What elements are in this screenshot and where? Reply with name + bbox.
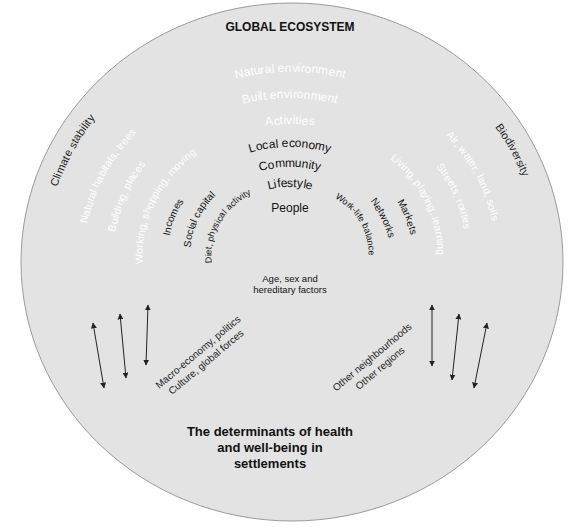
glyph: s bbox=[407, 228, 418, 235]
band-title: Lifestyle bbox=[261, 173, 319, 194]
band-title: Community bbox=[254, 153, 328, 176]
glyph: c bbox=[288, 137, 294, 149]
glyph: r bbox=[134, 244, 145, 248]
band-title: Activities bbox=[260, 110, 321, 131]
glyph: o bbox=[294, 137, 301, 149]
double-arrow bbox=[452, 314, 459, 380]
ecosystem-disc bbox=[21, 3, 563, 521]
glyph: s bbox=[385, 232, 396, 239]
glyph: e bbox=[269, 88, 277, 101]
band-title: Built environment bbox=[237, 84, 346, 108]
glyph: e bbox=[280, 176, 287, 188]
glyph: s bbox=[490, 214, 501, 221]
glyph: a bbox=[264, 63, 272, 76]
band-side-label: Markets bbox=[394, 196, 421, 240]
glyph: r bbox=[300, 62, 305, 74]
glyph bbox=[278, 137, 282, 149]
glyph: e bbox=[204, 249, 213, 254]
glyph: v bbox=[286, 114, 292, 126]
glyph: S bbox=[182, 240, 193, 248]
glyph: y bbox=[313, 160, 322, 173]
glyph: s bbox=[308, 115, 315, 128]
glyph: t bbox=[280, 114, 284, 126]
band-side-label: Work-life balance bbox=[333, 191, 379, 261]
glyph: n bbox=[285, 62, 292, 74]
glyph: s bbox=[462, 222, 473, 229]
glyph bbox=[274, 62, 278, 74]
glyph: e bbox=[278, 62, 285, 74]
glyph: e bbox=[367, 250, 376, 255]
ring-title: GLOBAL ECOSYSTEM bbox=[190, 20, 390, 34]
double-arrow bbox=[120, 314, 126, 378]
glyph: l bbox=[271, 63, 275, 75]
glyph: D bbox=[204, 256, 213, 263]
glyph: l bbox=[275, 138, 279, 150]
glyph: W bbox=[133, 254, 144, 264]
glyph: o bbox=[297, 88, 304, 100]
glyph: r bbox=[293, 88, 297, 100]
people-label: People bbox=[260, 201, 320, 215]
band-title: Natural environment bbox=[229, 58, 353, 83]
band-side-label: Working, shopping, moving bbox=[130, 144, 200, 267]
people-note: Age, sex and hereditary factors bbox=[248, 274, 332, 296]
glyph: m bbox=[285, 157, 295, 169]
double-arrow bbox=[93, 323, 104, 388]
band-side-label: Diet, physical activity bbox=[202, 186, 256, 268]
glyph: i bbox=[297, 62, 300, 74]
glyph: i bbox=[292, 114, 295, 126]
glyph: o bbox=[304, 62, 312, 74]
band-side-label: Living, playing, learning bbox=[386, 149, 449, 261]
glyph: e bbox=[305, 178, 314, 191]
glyph: v bbox=[291, 62, 297, 74]
glyph: i bbox=[204, 254, 213, 256]
ring-side-label: Biodiversity bbox=[491, 119, 534, 182]
glyph: i bbox=[283, 114, 286, 126]
glyph: n bbox=[435, 243, 446, 250]
double-arrow bbox=[474, 323, 487, 388]
glyph: i bbox=[290, 88, 293, 100]
glyph: k bbox=[134, 238, 145, 244]
glyph: n bbox=[276, 88, 283, 100]
ring-side-label: Climate stability bbox=[46, 109, 99, 191]
diagram-caption: The determinants of health and well-bein… bbox=[180, 424, 360, 473]
glyph: A bbox=[265, 115, 274, 128]
glyph: t bbox=[295, 114, 299, 126]
glyph: m bbox=[274, 157, 285, 170]
glyph: c bbox=[366, 245, 375, 250]
double-arrow bbox=[432, 305, 433, 366]
glyph: t bbox=[262, 89, 267, 101]
double-arrow bbox=[146, 305, 148, 365]
glyph: g bbox=[436, 249, 447, 255]
glyph: v bbox=[284, 88, 290, 100]
glyph: c bbox=[273, 114, 280, 126]
glyph: y bbox=[324, 142, 333, 155]
glyph: e bbox=[281, 137, 288, 149]
band-title: Local economy bbox=[243, 133, 338, 157]
glyph: s bbox=[287, 176, 293, 188]
glyph: o bbox=[134, 248, 145, 254]
